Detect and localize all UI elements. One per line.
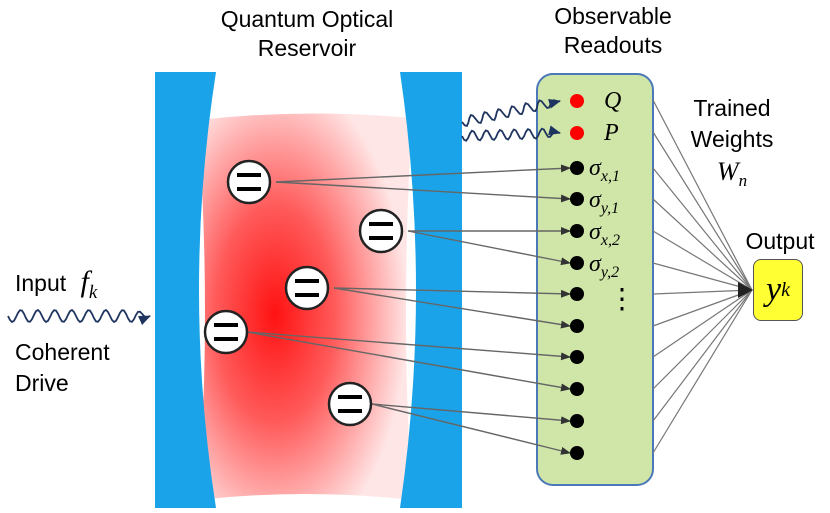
readout-dots <box>570 94 584 460</box>
readout-panel <box>536 73 654 486</box>
left-mirror <box>155 72 216 508</box>
optical-readout-dot <box>570 126 584 140</box>
spin-readout-dot <box>570 192 584 206</box>
spin-readout-dot <box>570 446 584 460</box>
readout-ellipsis: ⋮ <box>608 284 636 315</box>
sigma-x1-label: σx,1 <box>589 155 620 185</box>
atom-qubit-icon <box>327 381 373 427</box>
spin-readout-dot <box>570 161 584 175</box>
weights-label: Trained Weights Wn <box>690 95 774 191</box>
readouts-title: Observable Readouts <box>554 3 672 58</box>
coupling-arrows <box>246 164 571 455</box>
output-arrowhead <box>738 282 753 298</box>
p-readout-label: P <box>604 120 619 146</box>
atom-qubit-icon <box>203 309 249 355</box>
atom-qubit-icon <box>284 265 330 311</box>
coherent-drive-label: Coherent Drive <box>15 339 110 396</box>
reservoir-title: Quantum Optical Reservoir <box>220 6 394 61</box>
spin-readout-dot <box>570 382 584 396</box>
spin-readout-dot <box>570 414 584 428</box>
spin-readout-dot <box>570 224 584 238</box>
atom-qubit-icon <box>226 159 272 205</box>
optical-readout-dot <box>570 94 584 108</box>
spin-readout-dot <box>570 350 584 364</box>
wavy-arrow-icon <box>461 98 561 127</box>
q-readout-label: Q <box>604 88 622 114</box>
input-label: Input fk <box>15 265 98 303</box>
atom-qubit-icon <box>358 208 404 254</box>
spin-readout-dot <box>570 256 584 270</box>
sigma-x2-label: σx,2 <box>589 219 620 249</box>
spin-readout-dot <box>570 319 584 333</box>
weight-arrows <box>652 99 753 454</box>
output-title: Output <box>745 228 815 254</box>
wavy-arrow-icon <box>461 125 561 142</box>
spin-readout-dot <box>570 287 584 301</box>
wavy-arrow-icon <box>7 308 151 326</box>
sigma-y1-label: σy,1 <box>589 187 620 217</box>
sigma-y2-label: σy,2 <box>589 251 620 281</box>
